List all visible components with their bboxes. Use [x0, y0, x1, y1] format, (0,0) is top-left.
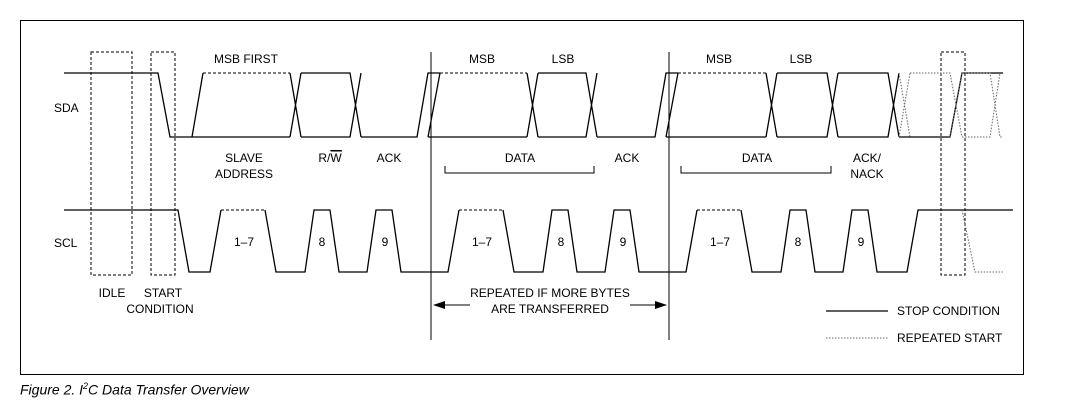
repeated-label-1: REPEATED IF MORE BYTES	[470, 286, 630, 300]
pulse-label: 1–7	[710, 235, 730, 249]
stop-box	[940, 51, 966, 276]
sda-waveform	[64, 72, 1003, 138]
ack-nack-label-1: ACK/	[853, 151, 882, 165]
lsb-label-2: LSB	[790, 52, 813, 66]
pulse-label: 1–7	[234, 235, 254, 249]
msb-label-2: MSB	[706, 52, 732, 66]
pulse-label: 8	[795, 235, 802, 249]
sda-label: SDA	[54, 101, 79, 115]
idle-box	[90, 51, 133, 276]
slave-label: SLAVE	[225, 151, 263, 165]
start-label: START	[144, 286, 183, 300]
legend-repeated-start-label: REPEATED START	[897, 331, 1003, 345]
ack-label-1: ACK	[377, 151, 402, 165]
legend-stop-label: STOP CONDITION	[897, 304, 1000, 318]
start-box	[150, 51, 176, 276]
lsb-label-1: LSB	[552, 52, 575, 66]
msb-first-label: MSB FIRST	[214, 52, 279, 66]
pulse-label: 9	[382, 235, 389, 249]
ack-label-2: ACK	[615, 151, 640, 165]
idle-label: IDLE	[99, 286, 126, 300]
data-bracket-1	[444, 166, 595, 174]
diagram-frame	[20, 20, 1024, 375]
pulse-label: 1–7	[472, 235, 492, 249]
rw-label: R/W	[318, 151, 342, 165]
pulse-label: 8	[558, 235, 565, 249]
address-label: ADDRESS	[215, 167, 273, 181]
ack-nack-label-2: NACK	[850, 167, 883, 181]
pulse-label: 9	[858, 235, 865, 249]
scl-waveform	[64, 209, 1013, 273]
msb-label-1: MSB	[469, 52, 495, 66]
pulse-label: 8	[319, 235, 326, 249]
repeated-label-2: ARE TRANSFERRED	[491, 302, 609, 316]
figure-caption: Figure 2. I2C Data Transfer Overview	[20, 381, 249, 398]
pulse-label: 9	[620, 235, 627, 249]
data-label-1: DATA	[505, 151, 535, 165]
data-bracket-2	[680, 166, 832, 174]
scl-label: SCL	[54, 236, 78, 250]
data-label-2: DATA	[742, 151, 772, 165]
condition-label: CONDITION	[126, 302, 193, 316]
